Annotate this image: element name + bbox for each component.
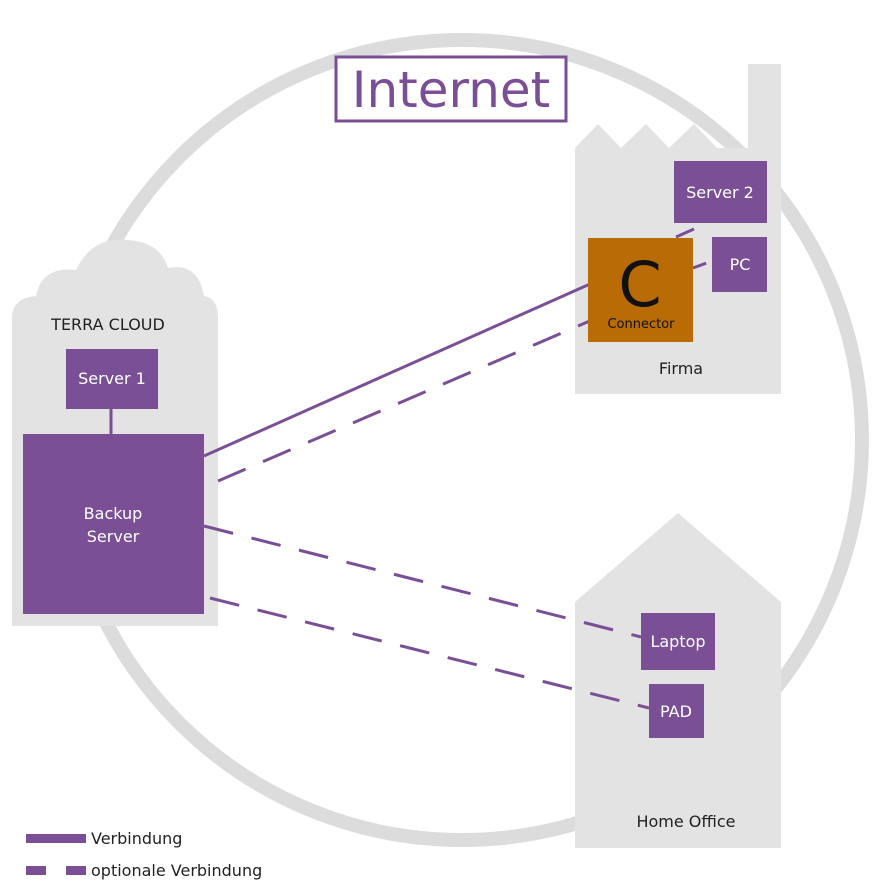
legend-solid-swatch	[26, 834, 86, 843]
solid-connection-firma	[203, 282, 591, 458]
firma-building	[575, 64, 781, 394]
dashed-connection-laptop	[203, 524, 642, 639]
terra-cloud-label: TERRA CLOUD	[50, 315, 165, 334]
internet-title-box	[334, 55, 568, 123]
server-1-label: Server 1	[78, 369, 146, 388]
laptop	[641, 613, 715, 670]
legend-dashed-label: optionale Verbindung	[91, 861, 262, 880]
backup-server	[23, 434, 204, 614]
connector	[588, 238, 693, 342]
laptop-label: Laptop	[650, 632, 705, 651]
backup-server-label-line1: Backup	[84, 504, 143, 523]
connector-letter: C	[618, 248, 661, 321]
connector-server2-link	[675, 227, 695, 239]
internet-title: Internet	[352, 61, 551, 119]
pad-label: PAD	[660, 702, 692, 721]
connector-pc-link	[692, 259, 713, 270]
pad	[649, 684, 704, 738]
legend-dashed-swatch-1	[26, 866, 46, 875]
home-office-label: Home Office	[636, 812, 735, 831]
dashed-connection-firma	[217, 318, 593, 483]
connector-label: Connector	[607, 317, 675, 332]
server-2	[674, 161, 767, 223]
firma-label: Firma	[659, 359, 703, 378]
server-1	[66, 349, 158, 409]
server-2-label: Server 2	[686, 183, 754, 202]
pc-label: PC	[730, 255, 751, 274]
home-office-building	[575, 513, 781, 848]
legend-solid-label: Verbindung	[91, 829, 182, 848]
backup-server-label-line2: Server	[87, 527, 140, 546]
dashed-connection-pad	[209, 596, 650, 710]
legend-dashed-swatch-2	[66, 866, 86, 875]
pc	[712, 237, 767, 292]
legend: Verbindung optionale Verbindung	[26, 829, 262, 880]
